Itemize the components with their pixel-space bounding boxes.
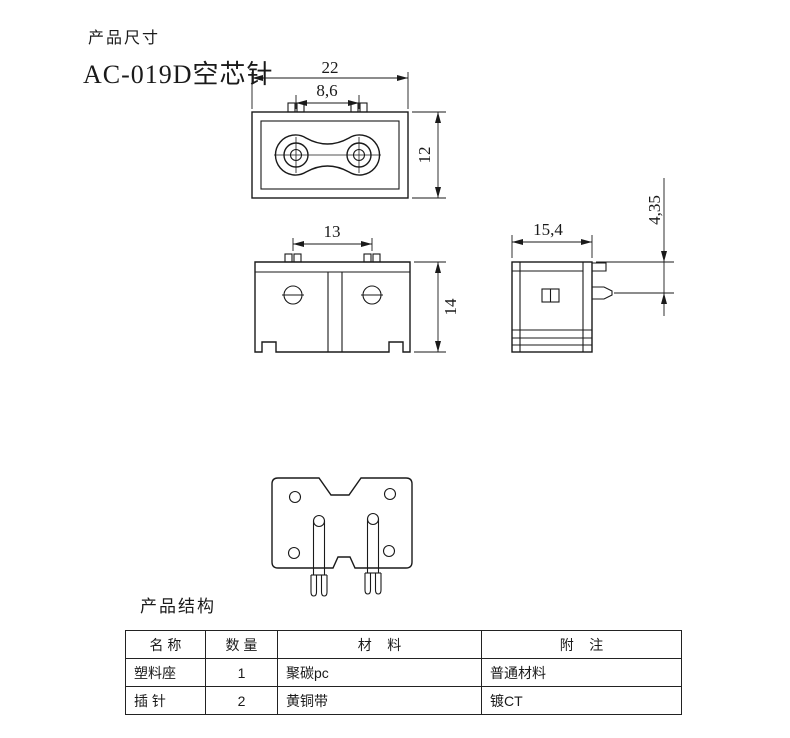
- front-view-center-column: [327, 272, 343, 352]
- dimension-front-height: 14: [414, 261, 460, 353]
- side-view-bottom-ribs: [512, 329, 592, 346]
- product-model-title: AC-019D空芯针: [83, 60, 274, 89]
- side-view-solder-pin: [592, 286, 613, 300]
- dimension-side-width: 15,4: [511, 220, 593, 258]
- section-title-dimensions: 产品尺寸: [88, 28, 161, 47]
- dimension-top-height: 12: [412, 111, 446, 199]
- dim-label-13: 13: [324, 222, 341, 241]
- dim-label-22: 22: [322, 58, 339, 77]
- dim-label-15-4: 15,4: [533, 220, 563, 239]
- front-view-outline: [254, 261, 411, 353]
- bom-header-note: 附 注: [481, 630, 682, 659]
- view-side: 15,4 4,35: [511, 178, 674, 353]
- hollow-pin-left: [310, 514, 328, 597]
- bom-cell-qty: 2: [205, 686, 278, 715]
- bom-cell-name: 插 针: [125, 686, 206, 715]
- dimension-front-pitch: 13: [292, 222, 373, 251]
- side-view-outline: [511, 261, 593, 353]
- front-view-screw-left: [282, 285, 304, 305]
- bom-cell-name: 塑料座: [125, 658, 206, 687]
- bom-cell-material: 聚碳pc: [277, 658, 482, 687]
- section-title-structure: 产品结构: [140, 597, 216, 617]
- front-view-prongs: [284, 253, 381, 263]
- view-bottom-pictorial: [271, 477, 413, 597]
- top-view-prongs: [287, 102, 368, 113]
- dim-label-4-35: 4,35: [645, 195, 664, 225]
- hollow-pin-right: [364, 512, 382, 595]
- bom-header-qty: 数 量: [205, 630, 278, 659]
- top-view-inner-outline: [260, 120, 400, 190]
- bom-header-name: 名 称: [125, 630, 206, 659]
- bom-cell-material: 黄铜带: [277, 686, 482, 715]
- socket-cavity-outline: [274, 134, 381, 176]
- bom-table: 名 称 数 量 材 料 附 注 塑料座 1 聚碳pc 普通材料 插 针 2 黄铜…: [125, 630, 682, 715]
- bom-header-material: 材 料: [277, 630, 482, 659]
- bottom-view-corner-holes: [287, 487, 397, 560]
- top-view-centerlines: [274, 137, 381, 173]
- front-view-screw-right: [361, 285, 383, 305]
- dimension-top-width: 22: [251, 58, 409, 109]
- top-view-outer-outline: [251, 111, 409, 199]
- dim-label-12: 12: [415, 147, 434, 164]
- dim-label-14: 14: [441, 298, 460, 316]
- bom-row-plastic-base: 塑料座 1 聚碳pc 普通材料: [125, 658, 682, 687]
- view-front: 13 14: [254, 222, 460, 353]
- dimension-pin-offset: 4,35: [596, 178, 674, 316]
- view-top: 22 8,6 12: [251, 58, 446, 199]
- bom-row-pin: 插 针 2 黄铜带 镀CT: [125, 686, 682, 715]
- bom-cell-qty: 1: [205, 658, 278, 687]
- bom-cell-note: 镀CT: [481, 686, 682, 715]
- side-view-flange: [592, 262, 607, 272]
- dim-label-8-6: 8,6: [316, 81, 337, 100]
- bom-header-row: 名 称 数 量 材 料 附 注: [125, 630, 682, 659]
- dimension-pin-pitch: 8,6: [295, 81, 360, 109]
- side-view-contact-window: [541, 288, 560, 303]
- bottom-view-body: [271, 477, 413, 569]
- bom-cell-note: 普通材料: [481, 658, 682, 687]
